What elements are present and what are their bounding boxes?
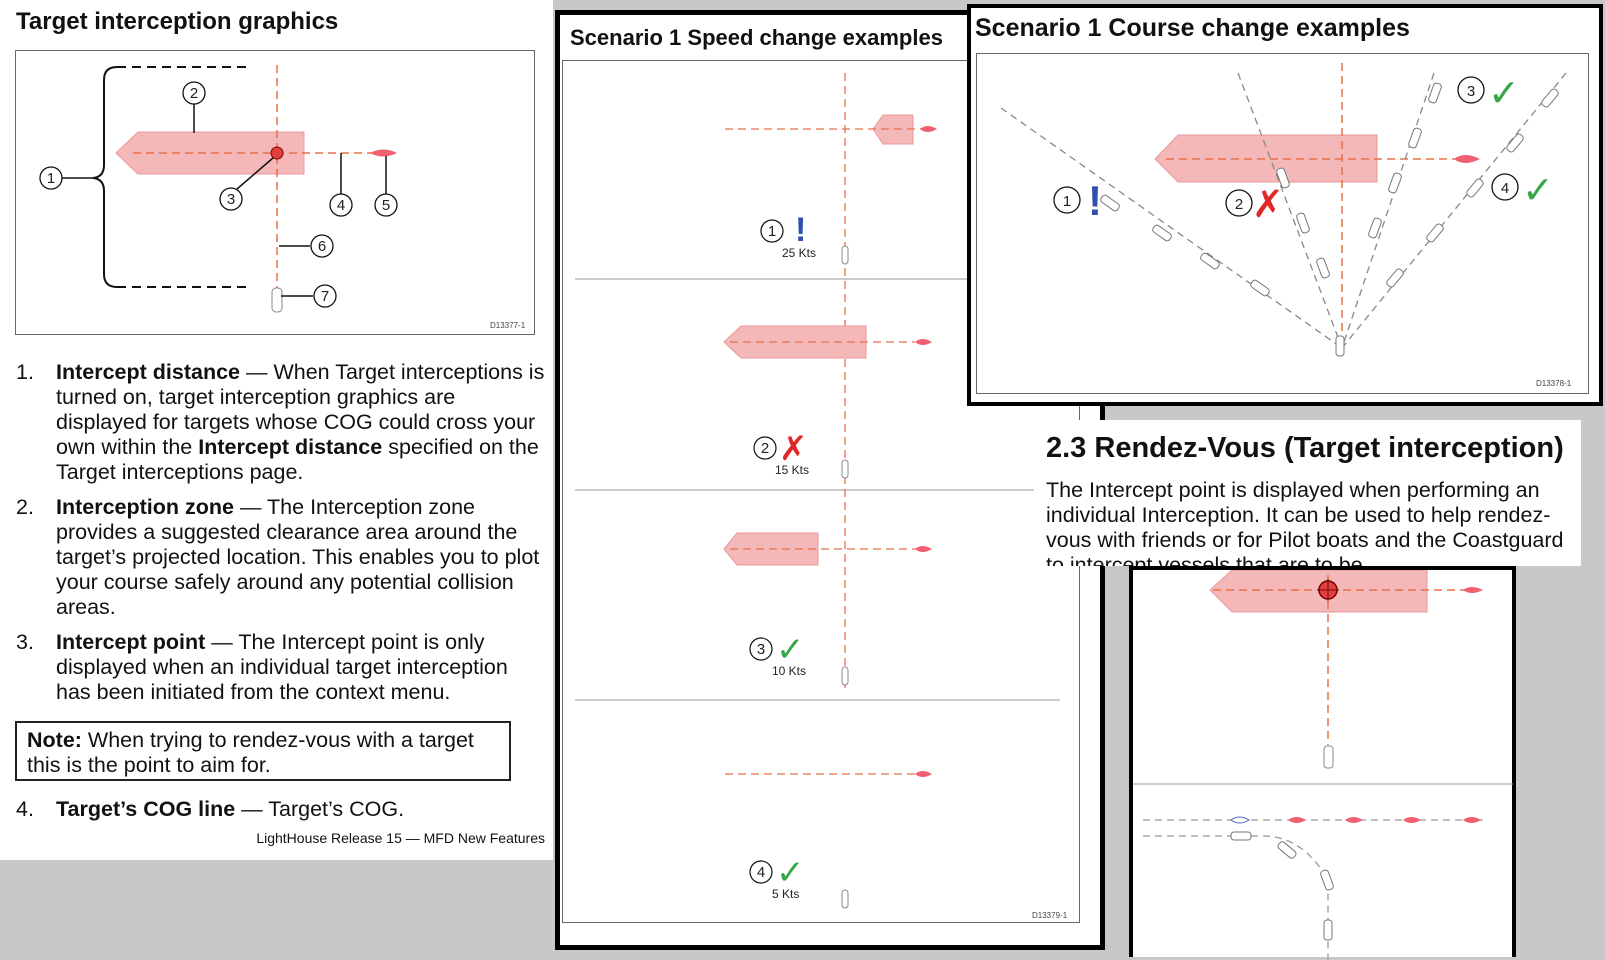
svg-text:4: 4 <box>757 864 765 881</box>
list-item: 1.Intercept distance — When Target inter… <box>16 360 545 484</box>
note-box: Note: When trying to rendez-vous with a … <box>15 721 511 781</box>
left-page: Target interception graphics 1 2 3 4 5 6… <box>0 0 553 860</box>
own-vessel-icon <box>1323 745 1334 769</box>
callout-7: 7 <box>313 284 337 308</box>
callout-4: 4 <box>329 193 353 217</box>
target-vessel-icon <box>1463 587 1483 593</box>
course-change-panel: Scenario 1 Course change examples <box>967 4 1603 406</box>
callout-4: 4 <box>1501 180 1509 197</box>
rendezvous-section: 2.3 Rendez-Vous (Target interception) Th… <box>1034 420 1581 566</box>
alert-icon: ! <box>795 211 806 249</box>
check-icon: ✓ <box>776 853 805 893</box>
course-change-figure: 1 ! 2 ✗ 3 ✓ 4 ✓ D13378-1 <box>976 53 1589 394</box>
list-item: 2.Interception zone — The Interception z… <box>16 495 540 619</box>
feature-list: 1.Intercept distance — When Target inter… <box>16 360 546 715</box>
svg-text:7: 7 <box>321 288 329 305</box>
callout-1: 1 <box>1063 193 1071 210</box>
check-icon: ✓ <box>776 630 805 670</box>
cross-icon: ✗ <box>1252 182 1284 226</box>
callout-1: 1 <box>39 166 63 190</box>
target-vessel-icon <box>915 546 932 552</box>
svg-text:6: 6 <box>318 238 326 255</box>
own-vessel-icon <box>271 287 283 313</box>
svg-text:1: 1 <box>47 170 55 187</box>
speed-label: 25 Kts <box>782 246 816 260</box>
callout-3: 3 <box>1467 83 1475 100</box>
interception-zone <box>1154 134 1378 183</box>
speed-example-4: 4 ✓ 5 Kts <box>725 771 932 909</box>
svg-text:3: 3 <box>757 641 765 658</box>
list-item: 4.Target’s COG line — Target’s COG. <box>16 797 405 821</box>
svg-text:4: 4 <box>337 197 345 214</box>
speed-example-1: 1 ! 25 Kts <box>725 114 937 265</box>
section-heading: 2.3 Rendez-Vous (Target interception) <box>1046 432 1564 464</box>
svg-text:2: 2 <box>761 440 769 457</box>
speed-example-2: 2 ✗ 15 Kts <box>723 325 932 479</box>
figure-id: D13378-1 <box>1536 379 1572 388</box>
target-vessel-icon <box>920 126 937 132</box>
section-paragraph: The Intercept point is displayed when pe… <box>1046 478 1564 566</box>
panel-title: Scenario 1 Course change examples <box>975 14 1410 42</box>
target-vessel-icon <box>915 339 932 345</box>
intercept-point <box>270 146 284 160</box>
check-icon: ✓ <box>1488 71 1520 115</box>
own-vessel-icon <box>841 245 849 265</box>
figure-id: D13377-1 <box>490 321 526 330</box>
target-vessel-icon <box>915 771 932 777</box>
target-interception-figure: 1 2 3 4 5 6 7 D13377-1 <box>15 50 535 335</box>
cross-icon: ✗ <box>779 429 808 469</box>
callout-6: 6 <box>310 234 334 258</box>
speed-example-3: 3 ✓ 10 Kts <box>723 532 932 686</box>
svg-text:1: 1 <box>768 223 776 240</box>
intercept-example-figure <box>1133 570 1513 960</box>
figure-id: D13379-1 <box>1032 911 1068 920</box>
speed-label: 15 Kts <box>775 463 809 477</box>
list-item: 3.Intercept point — The Intercept point … <box>16 630 508 704</box>
target-vessel-icon <box>370 149 397 157</box>
figure-frame <box>15 50 535 335</box>
check-icon: ✓ <box>1522 168 1554 212</box>
speed-label: 10 Kts <box>772 664 806 678</box>
own-vessel-icon <box>841 666 849 686</box>
target-vessel-icon <box>1454 155 1480 163</box>
page-footer: LightHouse Release 15 — MFD New Features <box>256 830 545 846</box>
alert-icon: ! <box>1088 177 1102 224</box>
svg-text:5: 5 <box>382 197 390 214</box>
own-vessel-icon <box>841 889 849 909</box>
callout-2: 2 <box>1235 196 1243 213</box>
callout-5: 5 <box>374 193 398 217</box>
page-heading: Target interception graphics <box>16 8 339 35</box>
callout-2: 2 <box>182 81 206 105</box>
intercept-example-panel <box>1129 566 1516 960</box>
svg-text:2: 2 <box>190 85 198 102</box>
own-vessel-icon <box>841 459 849 479</box>
callout-3: 3 <box>219 187 243 211</box>
speed-label: 5 Kts <box>772 887 799 901</box>
svg-text:3: 3 <box>227 191 235 208</box>
panel-title: Scenario 1 Speed change examples <box>570 25 943 50</box>
figure-frame <box>976 53 1589 394</box>
